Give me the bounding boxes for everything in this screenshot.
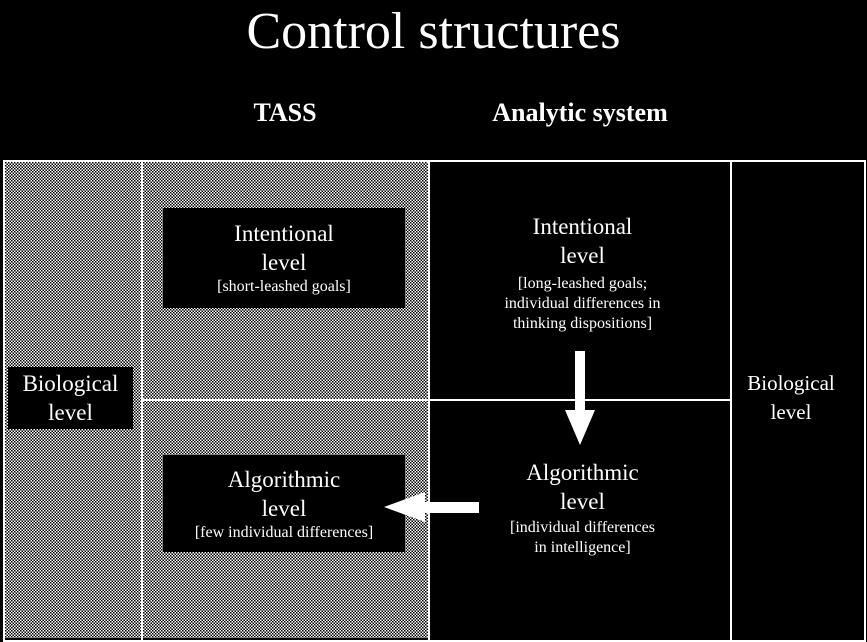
analytic-intentional-level: Intentional level [long-leashed goals; i… — [450, 212, 715, 334]
note: thinking dispositions] — [512, 315, 653, 332]
label: level — [770, 400, 812, 424]
label: Algorithmic — [526, 460, 639, 485]
note: [individual differences — [510, 519, 655, 536]
label: Intentional — [532, 214, 633, 239]
label: level — [560, 489, 605, 514]
diagram-title: Control structures — [246, 3, 621, 60]
label: Intentional — [234, 221, 334, 246]
label: Biological — [22, 371, 119, 396]
column-header-analytic: Analytic system — [492, 98, 668, 127]
label: level — [261, 250, 307, 275]
biological-level-right: Biological level — [736, 367, 846, 429]
note: individual differences in — [504, 295, 661, 312]
arrow-down-icon — [565, 351, 595, 445]
note: [short-leashed goals] — [217, 278, 351, 295]
note: [long-leashed goals; — [517, 275, 648, 292]
label: level — [261, 495, 307, 521]
label: level — [48, 400, 93, 425]
diagram-frame — [3, 160, 866, 642]
note: [few individual differences] — [194, 523, 374, 541]
tass-intentional-level: Intentional level [short-leashed goals] — [163, 208, 405, 308]
tass-algorithmic-level: Algorithmic level [few individual differ… — [163, 455, 405, 552]
arrow-left-icon — [384, 492, 479, 522]
column-header-tass: TASS — [253, 98, 317, 127]
label: Algorithmic — [227, 466, 341, 492]
note: in intelligence] — [534, 539, 631, 556]
biological-level-left: Biological level — [8, 367, 133, 429]
label: level — [560, 243, 605, 268]
analytic-algorithmic-level: Algorithmic level [individual difference… — [450, 458, 715, 558]
level-divider — [141, 399, 732, 401]
label: Biological — [747, 371, 835, 395]
